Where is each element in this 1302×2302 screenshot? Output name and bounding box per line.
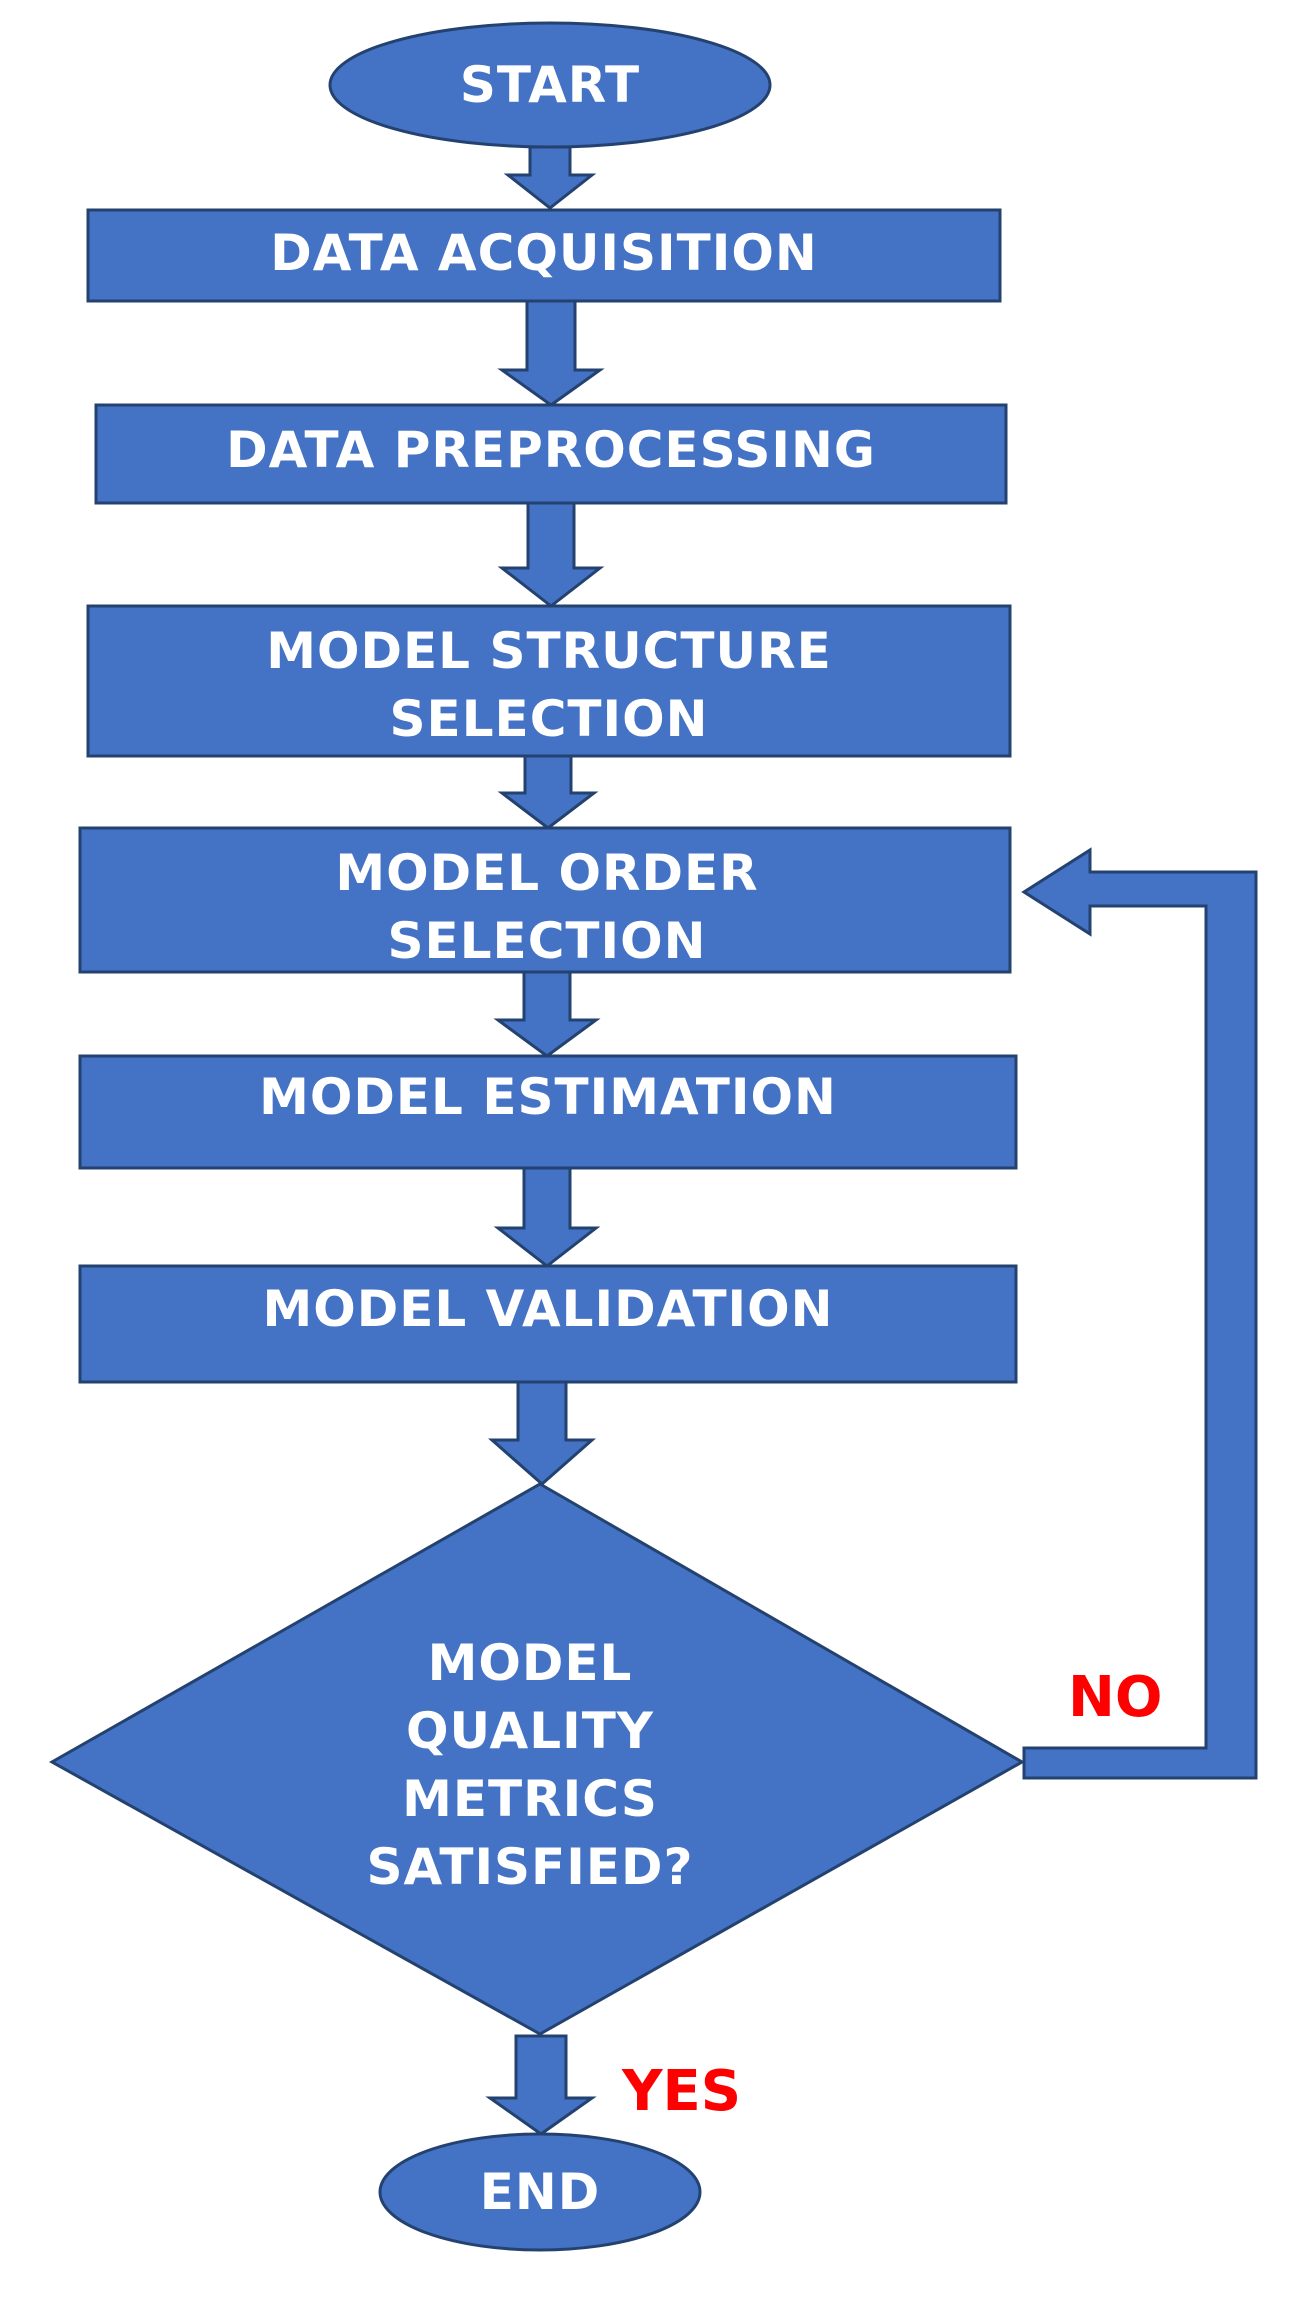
arrow-validation-to-decision <box>488 1380 596 1486</box>
arrow-order-to-estimation <box>493 970 601 1058</box>
end-label: END <box>480 2163 601 2221</box>
decision-line-1: MODEL <box>428 1634 633 1692</box>
arrow-acquisition-to-preprocessing <box>497 299 605 407</box>
arrow-preprocessing-to-structure <box>497 501 605 608</box>
step-model-order-line1: MODEL ORDER <box>335 844 758 902</box>
branch-label-no: NO <box>1068 1665 1162 1730</box>
step-model-estimation-label: MODEL ESTIMATION <box>259 1068 837 1126</box>
step-data-acquisition <box>86 208 1002 303</box>
decision-line-2: QUALITY <box>406 1702 654 1760</box>
start-label: START <box>460 56 640 114</box>
step-data-acquisition-label: DATA ACQUISITION <box>270 224 817 282</box>
arrow-estimation-to-validation <box>493 1166 601 1268</box>
step-data-preprocessing <box>94 403 1008 505</box>
step-model-validation-label: MODEL VALIDATION <box>262 1280 833 1338</box>
arrow-structure-to-order <box>497 754 599 830</box>
step-model-order-line2: SELECTION <box>388 912 707 970</box>
step-model-structure-line2: SELECTION <box>390 690 709 748</box>
arrow-no-loop-to-order-selection <box>1021 847 1258 1780</box>
step-data-preprocessing-label: DATA PREPROCESSING <box>226 421 876 479</box>
step-model-structure-line1: MODEL STRUCTURE <box>266 622 831 680</box>
arrow-start-to-acquisition <box>503 145 597 210</box>
end-terminal <box>378 2132 702 2252</box>
branch-label-yes: YES <box>621 2059 741 2124</box>
step-model-structure-selection <box>86 604 1012 758</box>
decision-quality-metrics <box>48 1482 1026 2036</box>
decision-line-3: METRICS <box>402 1770 658 1828</box>
arrow-yes-to-end <box>485 2034 597 2136</box>
decision-line-4: SATISFIED? <box>367 1838 694 1896</box>
